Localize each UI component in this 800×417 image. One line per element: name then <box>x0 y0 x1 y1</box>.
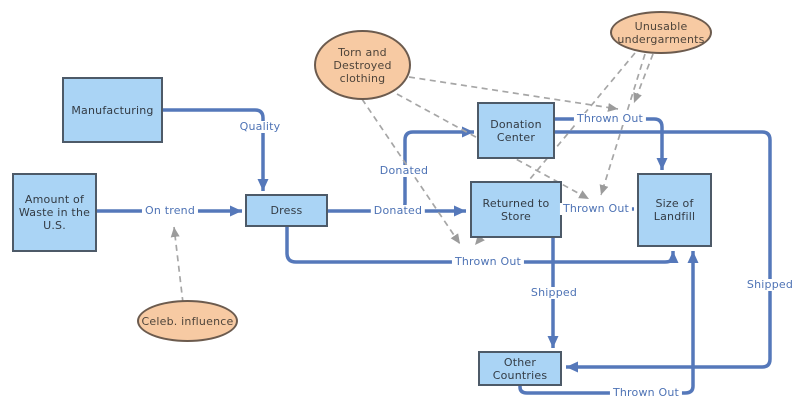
node-dress: Dress <box>245 194 328 227</box>
edge-label-thrown-out-store: Thrown Out <box>559 203 633 215</box>
flow-shipped-donation-line <box>555 130 772 373</box>
node-returned-to-store: Returned to Store <box>470 181 562 238</box>
edge-label-donated-center: Donated <box>376 165 432 177</box>
edge-label-on-trend: On trend <box>141 205 199 217</box>
flow-thrown-other-line <box>518 251 699 395</box>
factor-unusable-undergarments: Unusable undergarments <box>610 11 712 54</box>
flow-thrown-donation-line <box>555 117 668 170</box>
edge-label-thrown-out-dress: Thrown Out <box>451 256 525 268</box>
edge-label-thrown-out-other: Thrown Out <box>609 387 683 399</box>
factor-celeb-influence: Celeb. influence <box>137 300 238 342</box>
edge-label-thrown-out-donation: Thrown Out <box>573 113 647 125</box>
node-size-of-landfill: Size of Landfill <box>637 173 712 247</box>
node-manufacturing: Manufacturing <box>62 77 163 143</box>
node-other-countries: Other Countries <box>478 351 562 386</box>
factor-torn-destroyed-clothing: Torn and Destroyed clothing <box>314 30 411 100</box>
edge-label-quality: Quality <box>236 121 284 133</box>
influence-unusable-donation-line <box>633 53 654 104</box>
edge-label-shipped-donation: Shipped <box>743 279 797 291</box>
edge-label-shipped-store: Shipped <box>527 287 581 299</box>
influence-celeb-line <box>170 226 184 304</box>
edge-label-donated-store: Donated <box>370 205 426 217</box>
flow-quality-line <box>163 108 269 191</box>
node-amount-of-waste: Amount of Waste in the U.S. <box>12 173 97 252</box>
influence-torn-donation-line <box>408 76 619 112</box>
node-donation-center: Donation Center <box>477 102 555 159</box>
